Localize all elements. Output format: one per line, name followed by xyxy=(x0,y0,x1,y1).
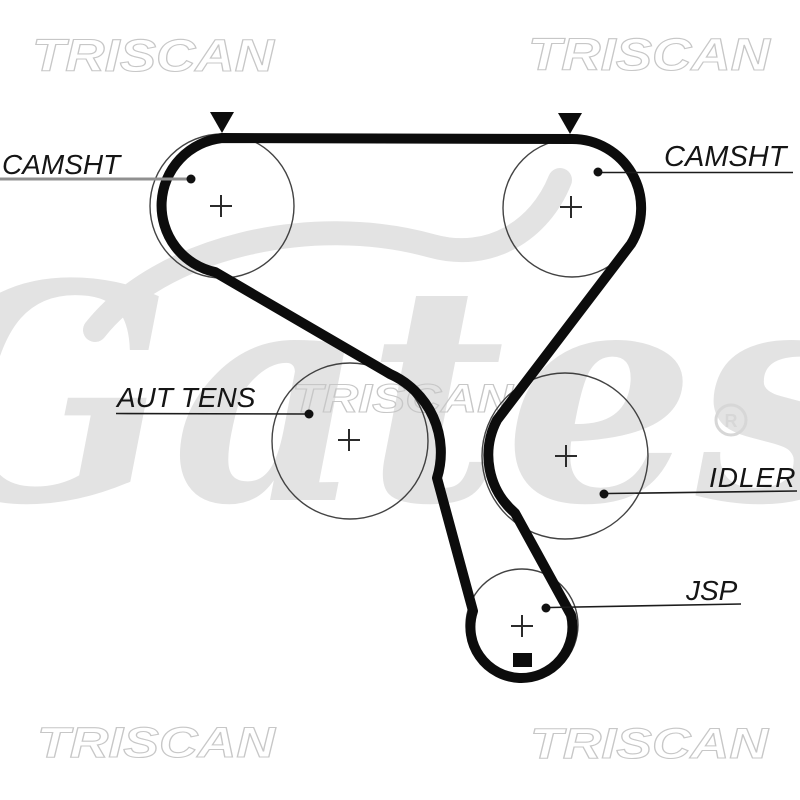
crosshair-icon-jsp xyxy=(511,615,533,637)
label-camshaft-left: CAMSHT xyxy=(2,149,122,180)
leader-line-jsp xyxy=(549,603,742,609)
leader-line-tensioner xyxy=(115,412,306,415)
leader-dot-jsp xyxy=(541,603,551,613)
gates-script-text: Gates xyxy=(0,218,800,571)
leader-dot-idler xyxy=(599,489,609,499)
gates-swash-stroke xyxy=(83,168,572,342)
crosshair-icon-camshaft-left xyxy=(210,195,232,217)
timing-belt xyxy=(156,133,647,683)
leader-dot-tensioner xyxy=(304,409,314,419)
leader-line-idler xyxy=(607,490,798,495)
crosshair-icon-camshaft-right xyxy=(560,196,582,218)
label-jsp: JSP xyxy=(685,575,738,606)
leader-dot-camshaft-right xyxy=(593,167,603,177)
label-camshaft-right: CAMSHT xyxy=(664,141,789,173)
gates-watermark: Gates R xyxy=(0,168,800,571)
timing-mark-triangle-right-icon xyxy=(558,113,582,134)
triscan-watermark-bottom-right: TRISCAN xyxy=(530,720,769,768)
leader-dot-camshaft-left xyxy=(186,174,196,184)
timing-mark-triangle-left-icon xyxy=(210,112,234,133)
leader-lines xyxy=(0,167,798,613)
registered-r-glyph: R xyxy=(725,411,738,431)
triscan-watermark-top-right: TRISCAN xyxy=(528,29,772,80)
pulley-idler-circle xyxy=(481,372,649,540)
registered-trademark-icon: R xyxy=(714,403,748,437)
triscan-watermark-top-left: TRISCAN xyxy=(32,30,276,81)
crosshair-icon-idler xyxy=(555,445,577,467)
pulley-center-marks xyxy=(210,195,582,637)
timing-mark-square-jsp-icon xyxy=(513,653,532,667)
crosshair-icon-tensioner xyxy=(338,429,360,451)
label-tensioner: AUT TENS xyxy=(115,382,256,413)
label-idler: IDLER xyxy=(709,462,796,493)
pulley-tensioner-circle xyxy=(271,362,429,520)
triscan-watermark-bottom-left: TRISCAN xyxy=(37,719,276,767)
